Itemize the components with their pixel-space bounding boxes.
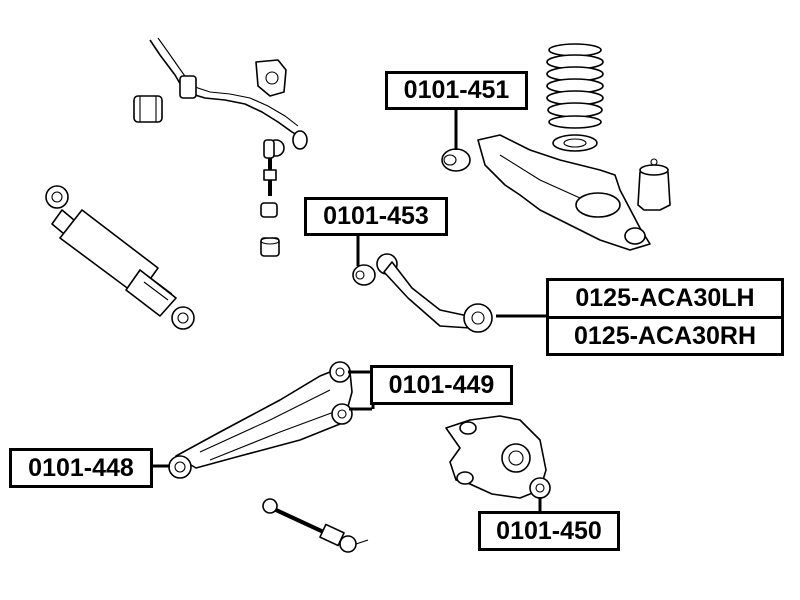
bump-stop [637, 158, 671, 211]
stabilizer-bushing [133, 95, 163, 123]
part-label-0101-453: 0101-453 [304, 197, 448, 236]
rear-knuckle [445, 415, 551, 499]
part-label-0101-449: 0101-449 [370, 365, 513, 405]
part-label-0101-448: 0101-448 [9, 448, 153, 488]
upper-control-arm [477, 134, 651, 251]
lateral-link [376, 253, 493, 333]
link-bushing-lower [260, 237, 280, 257]
part-label-0101-451: 0101-451 [385, 71, 528, 110]
trailing-arm [168, 361, 353, 479]
spring-seat [552, 134, 598, 152]
link-bushing-upper [260, 202, 278, 218]
bushing-451 [441, 148, 471, 172]
coil-spring [546, 43, 604, 129]
bushing-453 [352, 264, 376, 286]
part-label-0101-450: 0101-450 [478, 511, 620, 551]
part-label-0125-aca30lh: 0125-ACA30LH [546, 278, 784, 319]
stabilizer-link [263, 139, 285, 196]
stabilizer-bar [149, 37, 308, 150]
toe-link [262, 498, 369, 553]
part-label-0125-aca30rh: 0125-ACA30RH [546, 316, 784, 356]
stabilizer-bracket [255, 59, 287, 97]
shock-absorber [45, 185, 195, 330]
